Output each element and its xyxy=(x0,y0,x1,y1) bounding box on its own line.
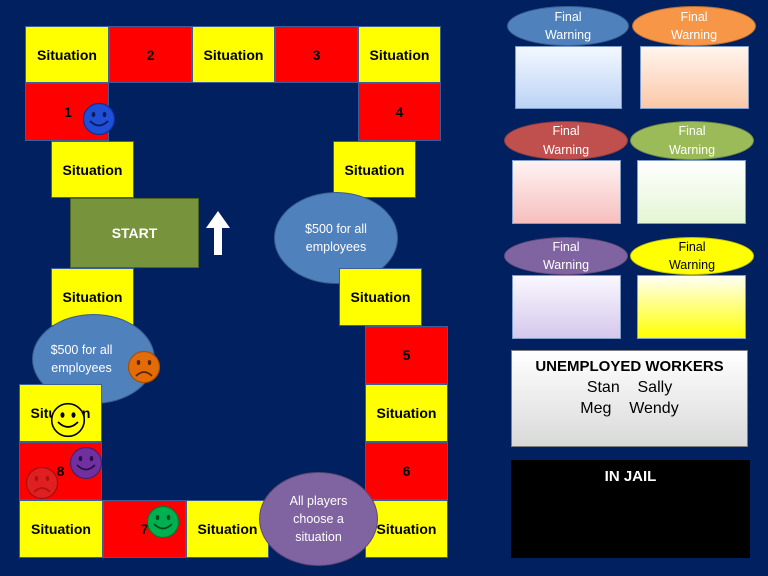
blue-final-warning: Final Warning xyxy=(507,6,629,46)
square-label: Situation xyxy=(62,289,123,305)
unemployed-row-1: Stan Sally xyxy=(586,379,673,396)
green-warning-card[interactable] xyxy=(637,160,746,224)
square-label: START xyxy=(111,225,158,241)
square-label: Situation xyxy=(369,46,430,63)
warning-label: Final Warning xyxy=(668,124,716,157)
bottom-situation-square-3[interactable]: Situation xyxy=(365,500,448,558)
red-token[interactable] xyxy=(25,466,59,500)
blue-token[interactable] xyxy=(82,102,116,136)
jail-panel: IN JAIL xyxy=(511,460,750,558)
right-situation-square-3[interactable]: Situation xyxy=(365,384,448,442)
square-label: 2 xyxy=(146,46,155,63)
square-label: 8 xyxy=(56,463,65,479)
square-label: Situation xyxy=(203,46,264,63)
blue-warning-card[interactable] xyxy=(515,46,622,109)
yellow-warning-card[interactable] xyxy=(637,275,746,339)
warning-label: Final Warning xyxy=(542,239,590,272)
red-final-warning: Final Warning xyxy=(504,121,628,160)
orange-warning-card[interactable] xyxy=(640,46,749,109)
square-label: 3 xyxy=(312,46,321,63)
right-situation-square-2[interactable]: Situation xyxy=(339,268,422,326)
warning-label: Final Warning xyxy=(670,9,718,42)
bottom-situation-square-2[interactable]: Situation xyxy=(186,500,269,558)
green-token[interactable] xyxy=(146,505,180,539)
orange-final-warning: Final Warning xyxy=(632,6,756,46)
purple-token[interactable] xyxy=(69,446,103,480)
square-label: Situation xyxy=(62,161,123,178)
square-5[interactable]: 5 xyxy=(365,326,448,384)
square-label: Situation xyxy=(31,521,91,537)
square-label: 7 xyxy=(140,521,149,537)
square-label: Situation xyxy=(376,521,437,537)
unemployed-row-2: Meg Wendy xyxy=(580,400,679,417)
square-label: Situation xyxy=(344,161,405,178)
unemployed-workers-panel: UNEMPLOYED WORKERS Stan Sally Meg Wendy xyxy=(511,350,748,447)
top-situation-square-3[interactable]: Situation xyxy=(358,26,441,83)
warning-label: Final Warning xyxy=(668,239,716,272)
square-4[interactable]: 4 xyxy=(358,83,441,141)
orange-token[interactable] xyxy=(127,350,161,384)
all-players-label: All players choose a situation xyxy=(289,493,348,545)
red-warning-card[interactable] xyxy=(512,160,621,224)
square-label: 5 xyxy=(402,347,411,363)
warning-label: Final Warning xyxy=(542,124,590,157)
bottom-situation-square-1[interactable]: Situation xyxy=(19,500,103,558)
top-situation-square-2[interactable]: Situation xyxy=(192,26,275,83)
start-square[interactable]: START xyxy=(70,198,199,268)
square-label: 1 xyxy=(64,104,72,120)
square-label: 6 xyxy=(402,463,411,479)
bonus-500-right[interactable]: $500 for all employees xyxy=(274,192,398,284)
left-situation-square-1[interactable]: Situation xyxy=(51,141,134,198)
square-label: 4 xyxy=(395,104,404,120)
all-players-choose-situation[interactable]: All players choose a situation xyxy=(259,472,378,566)
top-situation-square-1[interactable]: Situation xyxy=(25,26,109,83)
purple-final-warning: Final Warning xyxy=(504,237,628,275)
purple-warning-card[interactable] xyxy=(512,275,621,339)
square-label: Situation xyxy=(376,405,437,421)
yellow-final-warning: Final Warning xyxy=(630,237,754,275)
unemployed-title: UNEMPLOYED WORKERS xyxy=(535,358,724,375)
green-final-warning: Final Warning xyxy=(630,121,754,160)
bonus-label: $500 for all employees xyxy=(305,221,367,254)
bonus-label: $500 for all employees xyxy=(50,342,113,375)
jail-title: IN JAIL xyxy=(604,468,657,485)
square-3[interactable]: 3 xyxy=(275,26,358,83)
square-2[interactable]: 2 xyxy=(109,26,192,83)
square-6[interactable]: 6 xyxy=(365,442,448,500)
square-label: Situation xyxy=(197,521,258,537)
warning-label: Final Warning xyxy=(544,9,592,42)
yellow-token[interactable] xyxy=(50,402,86,438)
up-arrow-icon xyxy=(205,210,231,256)
right-situation-square-1[interactable]: Situation xyxy=(333,141,416,198)
square-label: Situation xyxy=(350,289,411,305)
square-label: Situation xyxy=(37,46,97,63)
left-situation-square-2[interactable]: Situation xyxy=(51,268,134,326)
